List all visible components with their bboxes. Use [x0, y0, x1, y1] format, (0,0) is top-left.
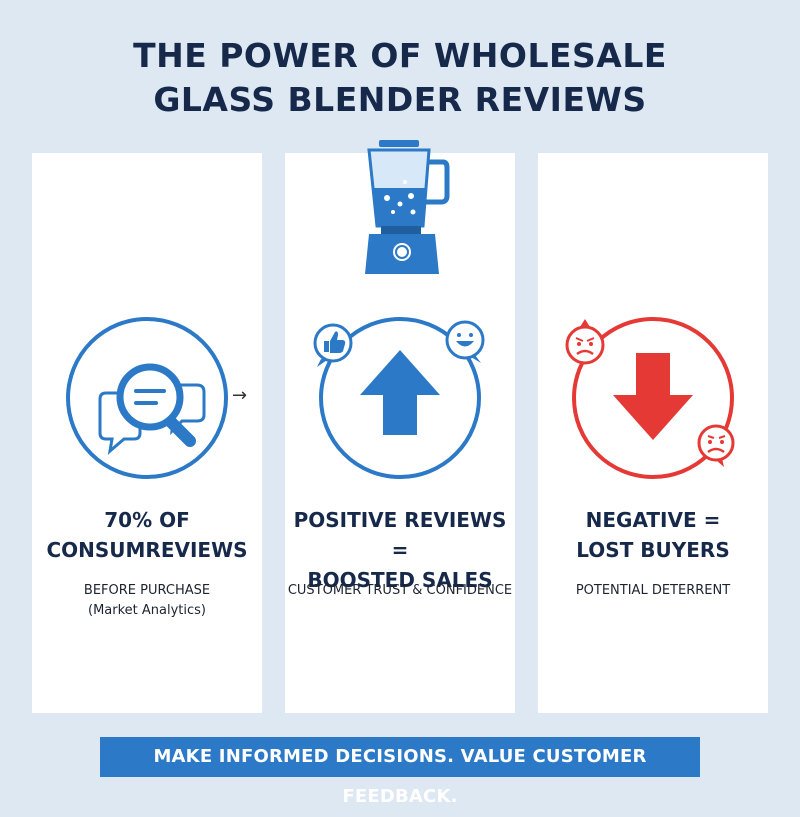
panel-3-headline-line-2: LOST BUYERS [576, 538, 730, 562]
panel-1-sub-line-1: BEFORE PURCHASE [83, 583, 211, 598]
arrow-down-illustration [538, 313, 768, 493]
panel-2-subtext: CUSTOMER TRUST & CONFIDENCE [285, 581, 515, 601]
panel-3-headline-line-1: NEGATIVE = [585, 508, 721, 532]
footer-banner: MAKE INFORMED DECISIONS. VALUE CUSTOMER … [100, 737, 700, 807]
thumbs-up-icon [313, 323, 353, 367]
panel-1-headline-line-1: 70% OF [104, 508, 190, 532]
panel-2-sub-line-1: CUSTOMER TRUST & CONFIDENCE [287, 583, 513, 598]
panel-2-headline-line-1: POSITIVE REVIEWS = [293, 508, 507, 562]
title-line-2: GLASS BLENDER REVIEWS [153, 80, 647, 119]
sad-face-icon [697, 424, 735, 467]
panel-negative-reviews: NEGATIVE = LOST BUYERS POTENTIAL DETERRE… [538, 153, 768, 713]
arrow-right-icon: → [232, 385, 248, 406]
magnifier-chat-icon [66, 317, 228, 479]
blender-icon [365, 140, 450, 274]
panel-1-headline: 70% OF CONSUMREVIEWS [32, 505, 262, 565]
panel-1-sub-line-2: (Market Analytics) [88, 603, 206, 618]
angry-face-icon [565, 319, 605, 365]
panel-consumer-research: 70% OF CONSUMREVIEWS BEFORE PURCHASE (Ma… [32, 153, 262, 713]
smiley-icon [445, 320, 485, 363]
panel-3-subtext: POTENTIAL DETERRENT [538, 581, 768, 601]
panel-1-subtext: BEFORE PURCHASE (Market Analytics) [32, 581, 262, 621]
panel-2-headline-line-2: BOOSTED SALES [307, 568, 493, 592]
magnifier-chat-illustration [32, 313, 262, 493]
panel-3-headline: NEGATIVE = LOST BUYERS [538, 505, 768, 565]
arrow-down-icon [565, 317, 735, 479]
panel-2-headline: POSITIVE REVIEWS = BOOSTED SALES [285, 505, 515, 595]
panel-1-headline-line-2: CONSUMREVIEWS [46, 538, 248, 562]
panel-3-sub-line-1: POTENTIAL DETERRENT [575, 583, 731, 598]
arrow-up-icon [313, 317, 485, 479]
page-title: THE POWER OF WHOLESALE GLASS BLENDER REV… [0, 34, 800, 122]
arrow-up-illustration [285, 313, 515, 493]
title-line-1: THE POWER OF WHOLESALE [133, 36, 667, 75]
